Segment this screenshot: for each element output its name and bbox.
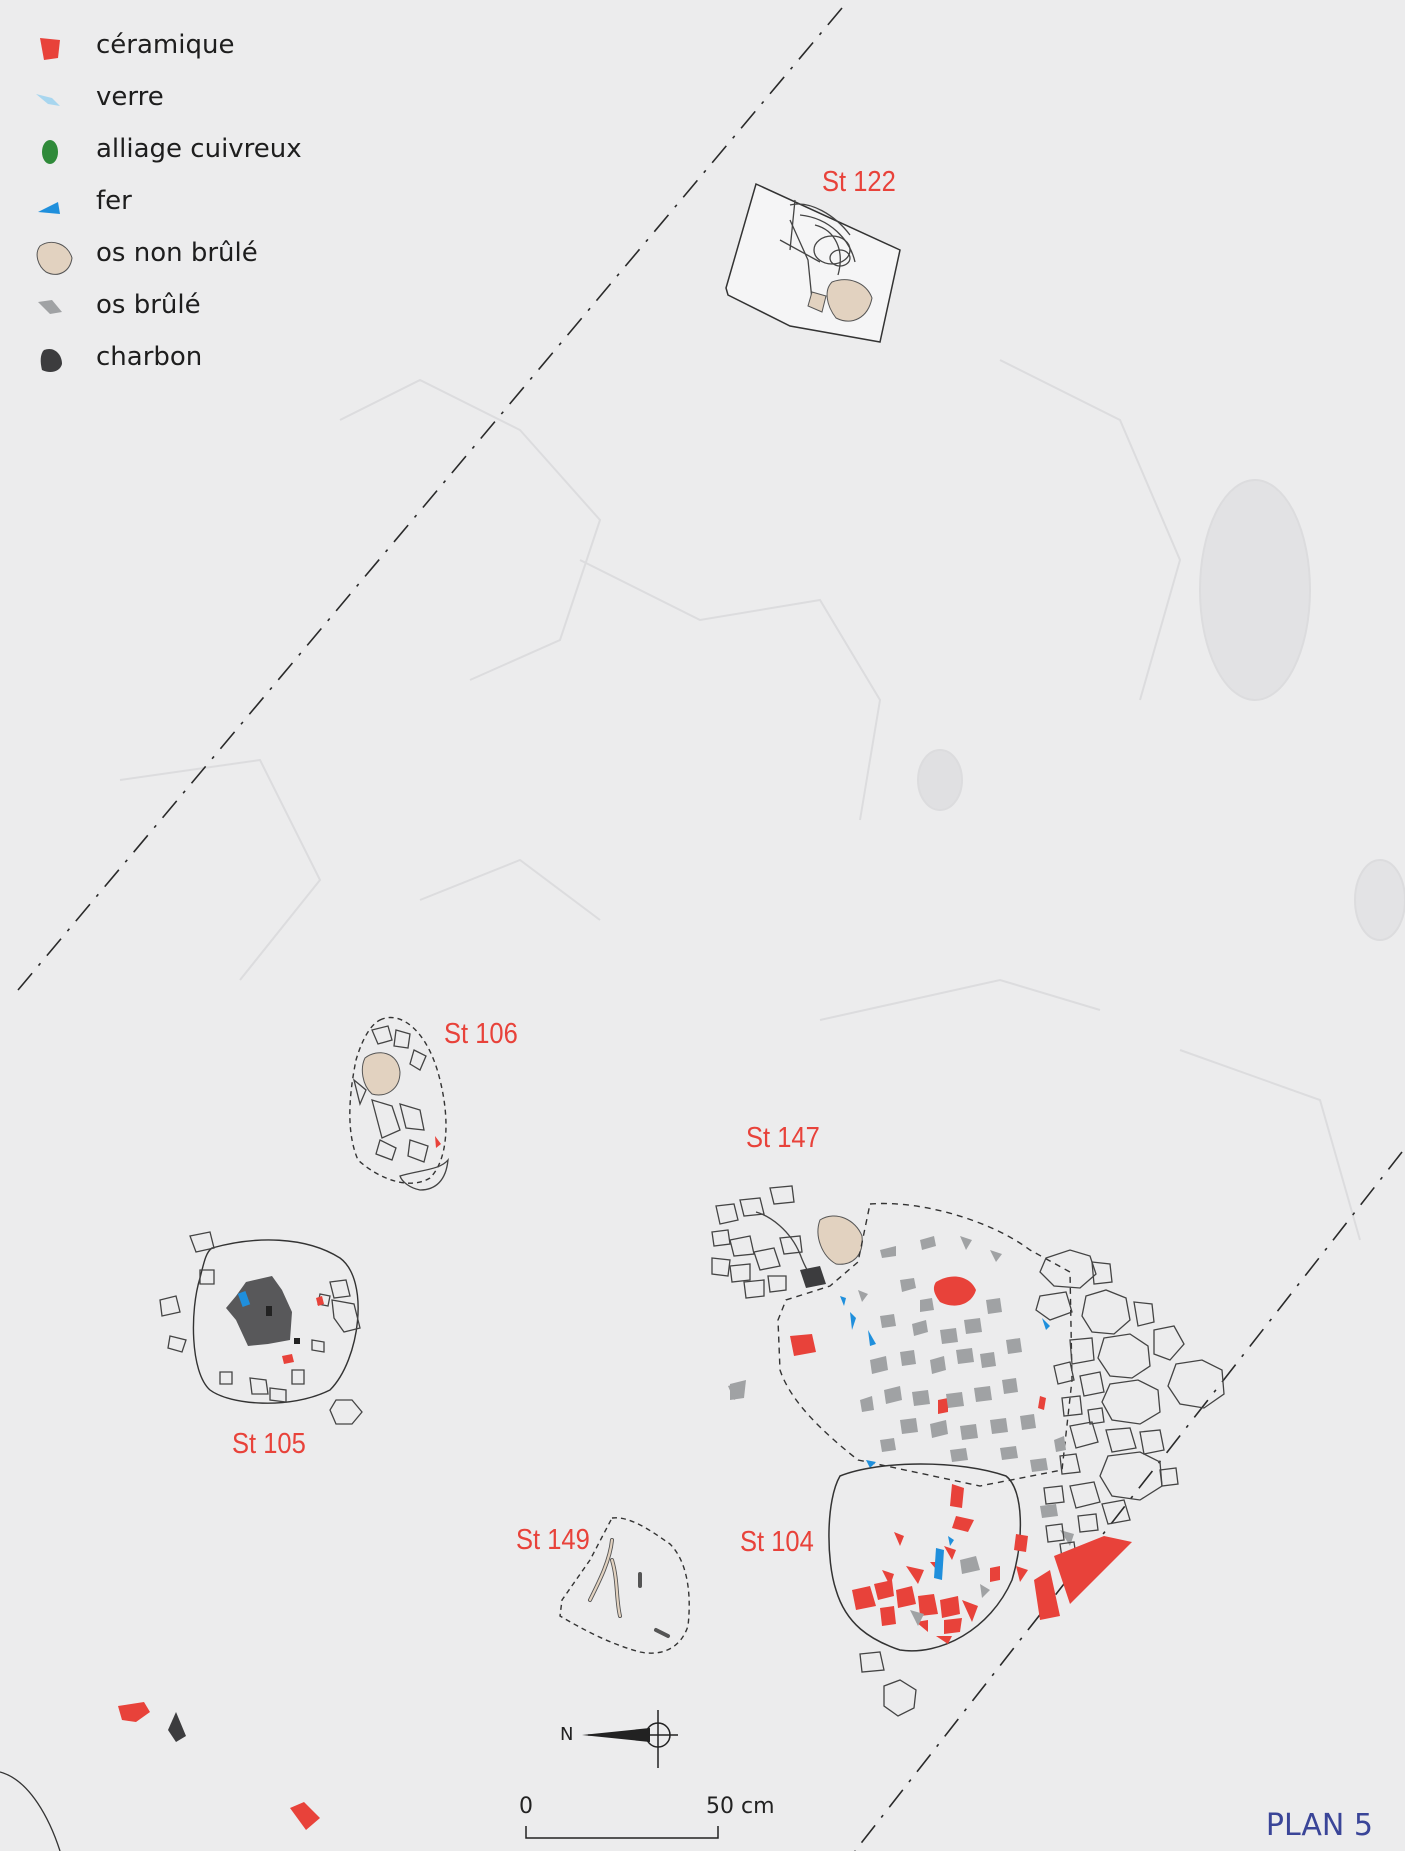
st104-iron xyxy=(934,1536,954,1580)
label-st105: St 105 xyxy=(232,1428,306,1460)
st122-unburnt-bone-small xyxy=(807,291,827,313)
st147-burnt-bone xyxy=(728,1236,1074,1546)
structure-st106 xyxy=(349,1016,449,1191)
st147-ceramic xyxy=(933,1276,976,1306)
unburnt-bone-icon xyxy=(36,242,73,275)
st147-unburnt-bone xyxy=(817,1215,863,1265)
st149-bones-fill xyxy=(588,1538,622,1618)
scale-label-start: 0 xyxy=(519,1794,533,1819)
legend-label-ceramic: céramique xyxy=(96,30,235,60)
label-st122: St 122 xyxy=(822,166,896,198)
label-st106: St 106 xyxy=(444,1018,518,1050)
excavation-boundary-lines xyxy=(17,7,1403,1851)
st149-bones xyxy=(588,1538,670,1638)
plan-label: PLAN 5 xyxy=(1265,1808,1373,1843)
st106-ceramic xyxy=(435,1136,441,1148)
st147-charcoal xyxy=(800,1266,826,1288)
loose-ceramic xyxy=(290,1802,320,1830)
st147-ceramic xyxy=(790,1334,816,1356)
legend-label-glass: verre xyxy=(96,82,164,112)
boundary-line-north xyxy=(17,7,843,991)
st106-outline xyxy=(349,1016,447,1184)
iron-icon xyxy=(38,202,60,214)
st122-bones xyxy=(779,199,856,301)
st104-ceramic-large xyxy=(1034,1570,1060,1620)
st104-stones xyxy=(859,1651,917,1717)
charcoal-icon xyxy=(40,348,62,372)
label-st147: St 147 xyxy=(746,1122,820,1154)
glass-icon xyxy=(36,94,60,106)
legend-icons xyxy=(36,38,73,372)
boundary-line-south xyxy=(854,1151,1403,1851)
st105-stones xyxy=(159,1231,363,1425)
label-st149: St 149 xyxy=(516,1524,590,1556)
st106-stones xyxy=(352,1025,449,1191)
burnt-bone-icon xyxy=(38,300,62,314)
legend-label-charcoal: charbon xyxy=(96,342,203,372)
structure-st147 xyxy=(711,1185,1074,1546)
structure-st104 xyxy=(828,1463,1132,1717)
st105-charcoal-piece xyxy=(294,1338,300,1344)
background-ghost-plan xyxy=(119,359,1405,1241)
st106-unburnt-bone xyxy=(361,1052,401,1096)
copper-alloy-icon xyxy=(42,140,58,164)
st122-unburnt-bone xyxy=(826,279,873,322)
st105-ceramic xyxy=(282,1354,294,1364)
loose-burnt-bone xyxy=(730,1380,746,1400)
edge-outline xyxy=(0,1771,61,1851)
st147-ceramic xyxy=(1038,1396,1046,1410)
north-label: N xyxy=(560,1724,574,1745)
structure-st149 xyxy=(559,1517,690,1654)
scale-bar xyxy=(525,1826,719,1839)
north-arrow xyxy=(582,1710,678,1768)
legend-label-copper-alloy: alliage cuivreux xyxy=(96,134,302,164)
st104-ceramic-large xyxy=(1054,1536,1132,1604)
st147-east-stones xyxy=(1035,1249,1225,1559)
st104-ceramics xyxy=(852,1484,1028,1644)
st105-charcoal-piece xyxy=(266,1306,272,1316)
st149-outline xyxy=(559,1517,690,1654)
ceramic-icon xyxy=(40,38,60,60)
st105-charcoal-area xyxy=(226,1276,292,1346)
st122-outline xyxy=(725,182,901,343)
st147-ceramic xyxy=(938,1398,948,1414)
legend-label-burnt-bone: os brûlé xyxy=(96,290,201,320)
legend-label-unburnt-bone: os non brûlé xyxy=(96,238,258,268)
loose-ceramic xyxy=(118,1702,150,1722)
label-st104: St 104 xyxy=(740,1526,814,1558)
st104-burnt-bone xyxy=(910,1556,990,1626)
st105-ceramic xyxy=(316,1296,324,1306)
structure-st122 xyxy=(725,182,901,343)
loose-charcoal xyxy=(168,1712,186,1742)
st104-outline xyxy=(828,1463,1022,1652)
st105-iron xyxy=(237,1291,251,1307)
legend-label-iron: fer xyxy=(96,186,132,216)
structure-st105 xyxy=(159,1231,363,1425)
st147-outline xyxy=(777,1202,1073,1487)
st147-iron xyxy=(840,1296,1050,1468)
loose-finds xyxy=(0,1380,746,1851)
scale-label-end: 50 cm xyxy=(706,1794,775,1819)
